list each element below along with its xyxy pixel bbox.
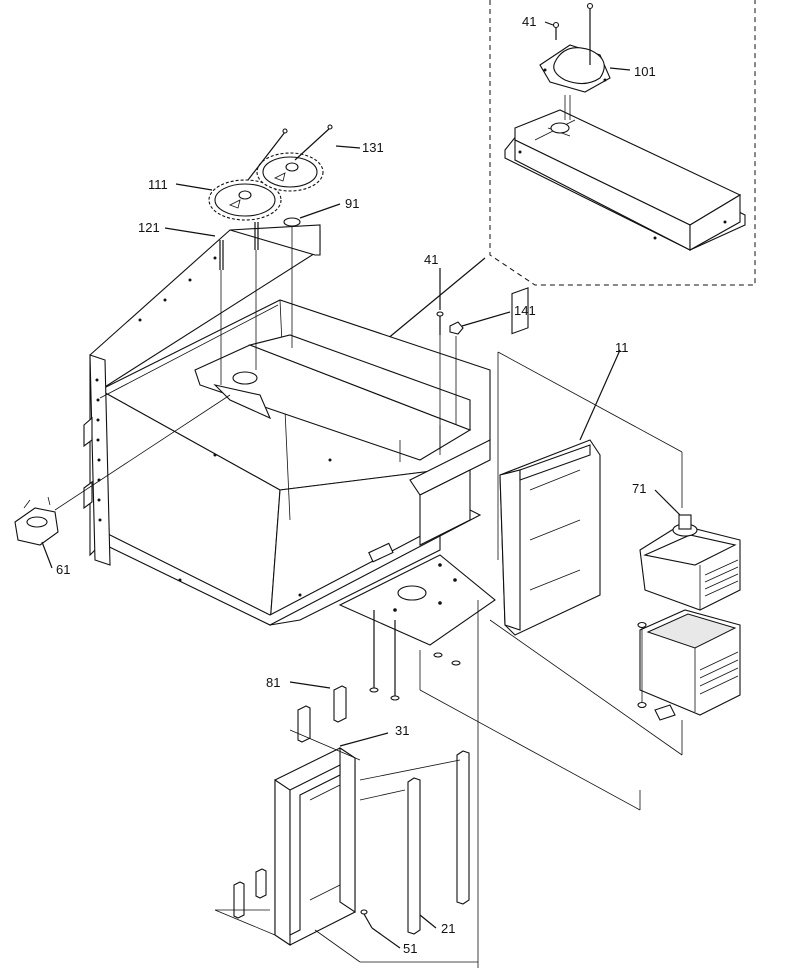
screw-top-right	[586, 2, 594, 65]
screw-41-top	[544, 21, 560, 40]
side-plate	[409, 439, 491, 546]
label-31: 31	[395, 723, 409, 738]
label-81: 81	[266, 675, 280, 690]
label-41-top: 41	[522, 14, 536, 29]
screw-41-mid	[436, 311, 444, 455]
label-41-mid: 41	[424, 252, 438, 267]
assembly-lines	[314, 600, 641, 968]
gear-pins	[247, 124, 333, 181]
label-21: 21	[441, 921, 455, 936]
label-131: 131	[362, 140, 384, 155]
magnetron-71	[489, 514, 741, 756]
inset-dashed-border	[489, 0, 756, 286]
waveguide-duct	[194, 334, 472, 462]
rod-21	[359, 750, 470, 935]
leader-101	[609, 67, 631, 71]
part-labels: 41 101 131 111 91 121 41 141 11 71 61 81…	[56, 14, 656, 956]
motor-101	[539, 44, 611, 120]
motor-61	[14, 394, 231, 546]
bushing-91	[283, 217, 301, 348]
bottom-screws	[369, 610, 461, 701]
shaft-121	[219, 222, 259, 385]
label-141: 141	[514, 303, 536, 318]
label-71: 71	[632, 481, 646, 496]
nut-141	[449, 321, 464, 425]
label-121: 121	[138, 220, 160, 235]
gear-131	[256, 152, 324, 192]
label-61: 61	[56, 562, 70, 577]
label-101: 101	[634, 64, 656, 79]
label-leaders	[41, 145, 681, 949]
label-91: 91	[345, 196, 359, 211]
label-51: 51	[403, 941, 417, 956]
label-11: 11	[615, 340, 629, 355]
gear-111	[208, 179, 282, 221]
screw-51	[360, 909, 373, 929]
magnetron-fins-lower	[699, 651, 739, 695]
label-111: 111	[148, 177, 168, 192]
bottom-plate	[338, 554, 496, 646]
frame-31	[214, 729, 361, 947]
bracket-11	[497, 287, 683, 636]
magnetron-fins	[704, 559, 739, 597]
inset-duct	[504, 109, 746, 251]
inset-detail	[489, 0, 756, 286]
